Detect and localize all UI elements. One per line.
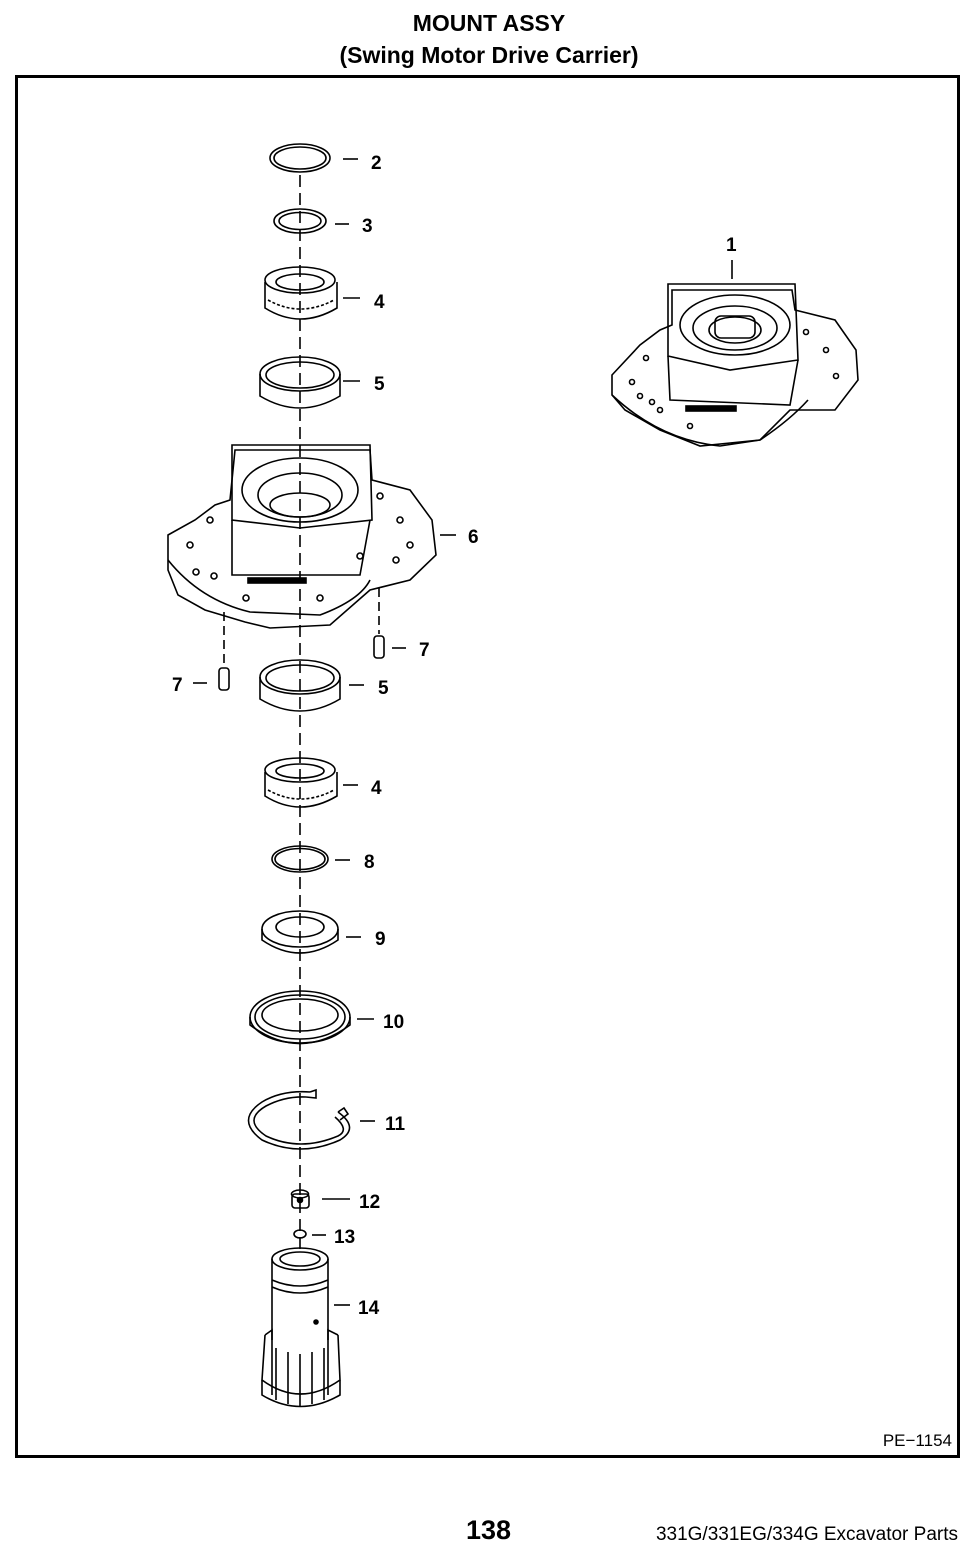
part-13-small-o-ring xyxy=(293,1229,307,1239)
callout-2: 2 xyxy=(371,153,382,174)
part-5-bearing-cup-lower xyxy=(259,659,341,712)
document-title: 331G/331EG/334G Excavator Parts xyxy=(655,1524,958,1545)
part-4-bearing-cone-lower xyxy=(264,757,338,808)
callout-5-lower: 5 xyxy=(378,678,389,699)
part-11-retaining-ring xyxy=(247,1088,351,1150)
callout-leaders xyxy=(193,158,733,1306)
callout-7-left: 7 xyxy=(172,675,183,696)
callout-5-upper: 5 xyxy=(374,374,385,395)
callout-4-upper: 4 xyxy=(374,292,385,313)
page-title: MOUNT ASSY xyxy=(412,10,566,36)
diagram-frame xyxy=(15,75,960,1458)
page-number: 138 xyxy=(466,1515,512,1545)
part-14-pinion-shaft xyxy=(261,1247,341,1408)
part-5-bearing-cup-upper xyxy=(259,356,341,409)
part-7-dowel-pin-right xyxy=(373,635,385,659)
callout-10: 10 xyxy=(383,1012,404,1033)
callout-1: 1 xyxy=(726,235,737,256)
part-10-oil-seal xyxy=(249,990,351,1045)
callout-6: 6 xyxy=(468,527,479,548)
callout-3: 3 xyxy=(362,216,373,237)
part-3-snap-ring xyxy=(273,208,327,234)
callout-4-lower: 4 xyxy=(371,778,382,799)
part-9-thrust-ring xyxy=(261,910,339,954)
callout-7-right: 7 xyxy=(419,640,430,661)
figure-reference: PE−1154 xyxy=(882,1431,952,1450)
callout-12: 12 xyxy=(359,1192,380,1213)
callout-14: 14 xyxy=(358,1298,380,1319)
callout-11: 11 xyxy=(385,1114,406,1135)
callout-13: 13 xyxy=(334,1227,355,1248)
callout-9: 9 xyxy=(375,929,386,950)
part-6-drive-carrier-housing xyxy=(167,444,437,629)
part-4-bearing-cone-upper xyxy=(264,266,338,320)
part-8-o-ring xyxy=(271,845,329,873)
part-2-seal-ring xyxy=(269,143,331,173)
part-1-assembled-mount xyxy=(611,283,859,447)
page-subtitle: (Swing Motor Drive Carrier) xyxy=(339,42,639,68)
part-7-dowel-pin-left xyxy=(218,667,230,691)
part-12-plug xyxy=(290,1189,310,1209)
callout-8: 8 xyxy=(364,852,375,873)
